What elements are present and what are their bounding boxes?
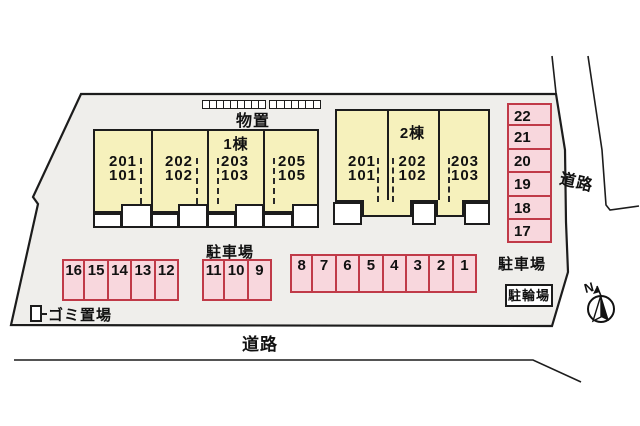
parking-space-4: 4 (383, 254, 407, 293)
building-2-unit-1: 201 101 (347, 153, 377, 184)
parking-row-right: 8 7 6 5 4 3 2 1 (290, 254, 478, 293)
parking-space-18: 18 (507, 196, 552, 220)
entrance-porch (412, 202, 436, 225)
parking-space-15: 15 (85, 259, 109, 301)
parking-row-left: 16 15 14 13 12 (62, 259, 179, 301)
entrance-step (151, 213, 179, 228)
garbage-box-icon (30, 305, 42, 322)
building-2-unit-2: 202 102 (398, 153, 427, 184)
parking-space-6: 6 (336, 254, 361, 293)
parking-space-8: 8 (290, 254, 314, 293)
building-2-unit-3: 203 103 (450, 153, 480, 184)
parking-space-22: 22 (507, 103, 552, 127)
building-1-unit-3: 203 103 (220, 153, 250, 184)
balcony-divider-dashed (448, 158, 450, 202)
balcony-divider-dashed (273, 158, 275, 204)
entrance-porch (235, 204, 264, 228)
balcony-divider-dashed (140, 158, 142, 204)
parking-space-9: 9 (248, 259, 273, 301)
entrance-step (207, 213, 236, 228)
balcony-divider-dashed (217, 158, 219, 204)
parking-space-17: 17 (507, 219, 552, 244)
balcony-divider-dashed (377, 158, 379, 202)
parking-space-7: 7 (313, 254, 337, 293)
entrance-step (263, 213, 293, 228)
entrance-porch (292, 204, 319, 228)
parking-space-20: 20 (507, 149, 552, 174)
parking-label-mid: 駐車場 (206, 244, 255, 261)
entrance-tab (436, 200, 464, 217)
parking-space-21: 21 (507, 126, 552, 150)
balcony-divider-dashed (196, 158, 198, 204)
bicycle-parking-label: 駐輪場 (505, 284, 553, 307)
building-1-title: 1棟 (223, 136, 249, 153)
parking-space-19: 19 (507, 173, 552, 197)
parking-column-right: 22 21 20 19 18 17 (507, 103, 552, 244)
building-1-divider (207, 131, 209, 211)
north-compass-icon: N (582, 279, 615, 323)
parking-space-1: 1 (453, 254, 478, 293)
north-label: N (582, 279, 595, 296)
building-1-unit-4: 205 105 (277, 153, 307, 184)
road-right-line-left (551, 55, 557, 94)
building-1-unit-2: 202 102 (164, 153, 194, 184)
storage-lockers-strip-2 (269, 100, 321, 109)
entrance-step (93, 213, 122, 228)
garbage-box-tick (42, 313, 47, 315)
building-1: 1棟 201 101 202 102 203 103 205 105 (93, 129, 319, 213)
entrance-porch (464, 202, 490, 225)
parking-label-right: 駐車場 (498, 256, 547, 273)
building-1-divider (263, 131, 265, 211)
entrance-porch (333, 202, 362, 225)
parking-row-mid: 11 10 9 (202, 259, 273, 301)
parking-space-5: 5 (360, 254, 384, 293)
building-1-unit-1: 201 101 (108, 153, 138, 184)
parking-space-16: 16 (62, 259, 86, 301)
parking-space-14: 14 (108, 259, 133, 301)
parking-space-12: 12 (155, 259, 179, 301)
parking-space-3: 3 (406, 254, 431, 293)
road-right-line-right (587, 55, 640, 211)
building-2-title: 2棟 (399, 125, 426, 142)
garbage-area-label: ゴミ置場 (48, 307, 113, 324)
building-2: 2棟 201 101 202 102 203 103 (335, 109, 490, 202)
entrance-tab (362, 200, 412, 217)
road-bottom-line (14, 359, 582, 383)
building-1-divider (151, 131, 153, 211)
building-2-divider (387, 111, 389, 200)
storage-lockers-strip-1 (202, 100, 266, 109)
road-bottom-label: 道路 (242, 335, 278, 354)
parking-space-11: 11 (202, 259, 226, 301)
parking-space-13: 13 (132, 259, 156, 301)
storage-label: 物置 (236, 113, 271, 130)
balcony-divider-dashed (392, 158, 394, 202)
building-2-divider (438, 111, 440, 200)
entrance-porch (121, 204, 152, 228)
parking-space-10: 10 (225, 259, 249, 301)
parking-space-2: 2 (430, 254, 454, 293)
entrance-porch (178, 204, 208, 228)
